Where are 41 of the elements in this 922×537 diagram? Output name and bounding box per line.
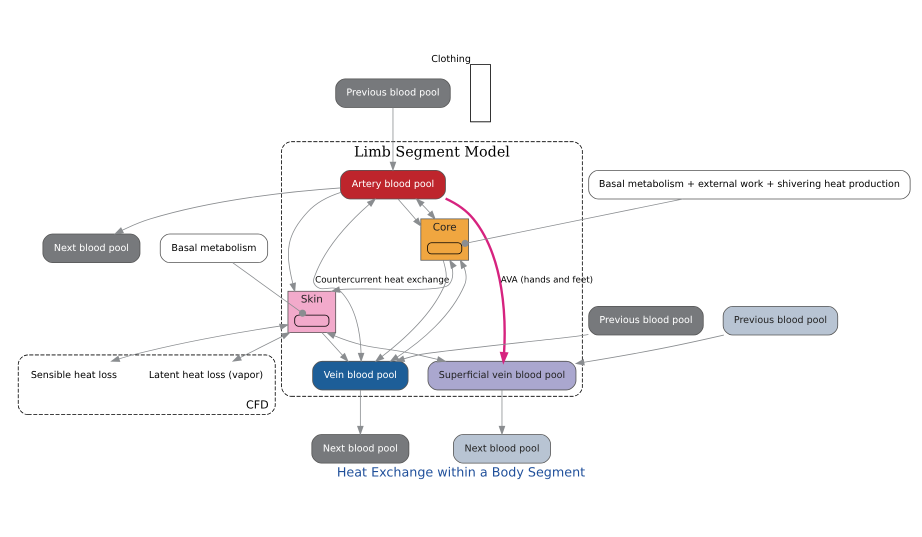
node-box: Vein blood pool [312, 360, 408, 390]
node-box [470, 64, 491, 122]
edge-label: Countercurrent heat exchange [315, 274, 450, 285]
arrow [574, 334, 724, 365]
arrow [330, 258, 457, 292]
node-box: Next blood pool [453, 434, 551, 464]
edge-label: AVA (hands and feet) [500, 274, 594, 285]
arrow [232, 332, 291, 362]
node-box: Previous blood pool [335, 78, 451, 108]
caption: Heat Exchange within a Body Segment [336, 464, 586, 479]
connector [462, 198, 684, 246]
arrow [114, 187, 341, 234]
cluster: Skin [288, 290, 336, 333]
node-box [427, 242, 462, 254]
node-box: Next blood pool [42, 233, 140, 263]
arrow [395, 334, 589, 362]
node-box: Previous blood pool [722, 306, 838, 335]
arrow [313, 198, 376, 362]
arrow [288, 192, 341, 292]
arrow [322, 332, 349, 362]
node-box: Artery blood pool [340, 169, 446, 199]
arrow [498, 389, 506, 435]
arrow [390, 106, 396, 171]
node-box: Next blood pool [311, 434, 410, 464]
node-box: Basal metabolism [160, 233, 268, 263]
node-box: Basal metabolism + external work + shivering heat production [588, 169, 911, 199]
arrow [110, 323, 290, 362]
arrow [389, 258, 468, 362]
arrow [374, 259, 447, 362]
node-box [294, 314, 330, 326]
node-box: Superficial vein blood pool [428, 360, 576, 390]
node-label: Clothing [431, 53, 471, 64]
node-text: Sensible heat loss [30, 370, 117, 381]
arrow [398, 198, 422, 226]
node-text: Latent heat loss (vapor) [148, 370, 264, 381]
arrow [415, 198, 436, 220]
node-box: Previous blood pool [588, 306, 704, 335]
arrow [357, 389, 364, 435]
arrow [326, 332, 447, 362]
connector [232, 262, 306, 316]
arrow [445, 196, 509, 364]
